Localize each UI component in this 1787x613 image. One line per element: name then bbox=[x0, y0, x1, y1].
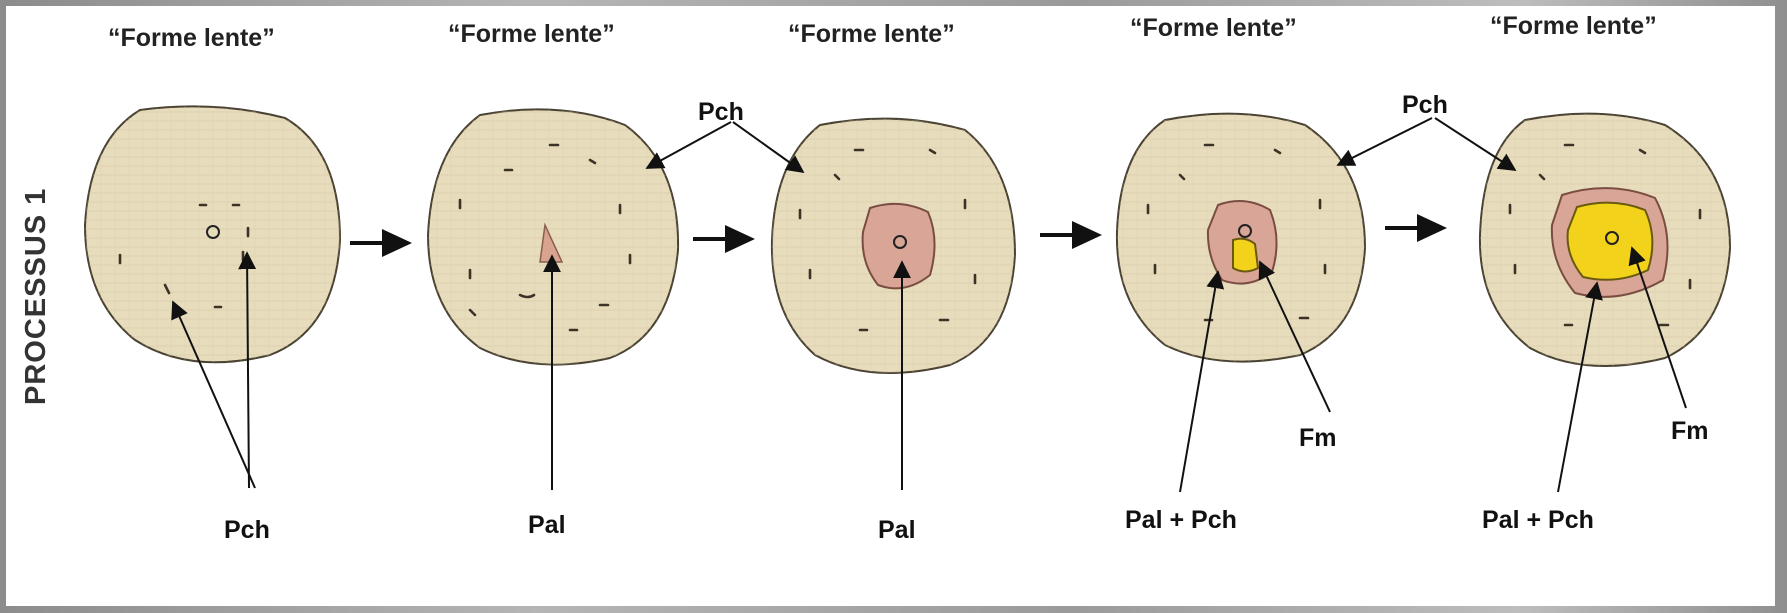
stage-5-title: “Forme lente” bbox=[1490, 12, 1657, 40]
stage-1-disc bbox=[85, 106, 340, 362]
stage-3-title: “Forme lente” bbox=[788, 20, 955, 48]
stage-5-label-fm: Fm bbox=[1671, 417, 1709, 445]
stage-1-title: “Forme lente” bbox=[108, 24, 275, 52]
transition-arrow-1 bbox=[350, 229, 412, 257]
top-label-pch-right: Pch bbox=[1402, 91, 1448, 119]
transition-arrow-3 bbox=[1040, 221, 1102, 249]
stage-4-label-fm: Fm bbox=[1299, 424, 1337, 452]
stage-2-title: “Forme lente” bbox=[448, 20, 615, 48]
stage-4-title: “Forme lente” bbox=[1130, 14, 1297, 42]
stage-3-label-pal: Pal bbox=[878, 516, 916, 544]
side-label: PROCESSUS 1 bbox=[20, 188, 52, 405]
top-pch-pointers-left bbox=[647, 122, 803, 172]
transition-arrow-4 bbox=[1385, 214, 1447, 242]
stage-4-disc bbox=[1117, 114, 1365, 362]
stage-3-disc bbox=[772, 119, 1015, 373]
stage-2-label-pal: Pal bbox=[528, 511, 566, 539]
stage-1-label-pch: Pch bbox=[224, 516, 270, 544]
top-pch-pointers-right bbox=[1338, 118, 1515, 170]
stage-4-label-pal-pch: Pal + Pch bbox=[1125, 506, 1237, 534]
transition-arrow-2 bbox=[693, 225, 755, 253]
top-label-pch-left: Pch bbox=[698, 98, 744, 126]
stage-5-label-pal-pch: Pal + Pch bbox=[1482, 506, 1594, 534]
stage-5-disc bbox=[1480, 114, 1730, 366]
stage-2-disc bbox=[428, 109, 678, 364]
